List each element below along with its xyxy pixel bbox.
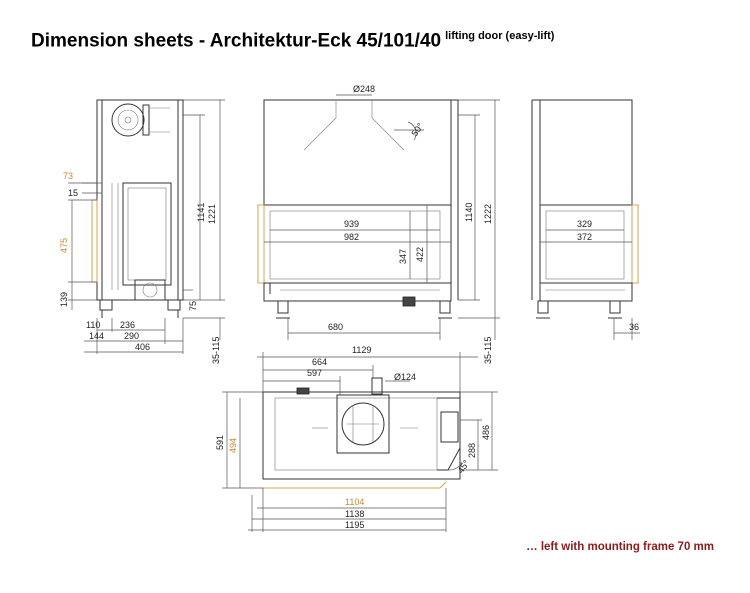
- dim-288: 288: [467, 443, 477, 458]
- dim-422: 422: [415, 247, 425, 262]
- dim-664: 664: [312, 357, 327, 367]
- dim-35-115-side: 35-115: [211, 337, 221, 364]
- dim-1138: 1138: [345, 509, 364, 519]
- dim-50-deg: 50°: [409, 121, 425, 138]
- mounting-frame-note: … left with mounting frame 70 mm: [526, 541, 714, 553]
- dim-680: 680: [328, 322, 343, 332]
- dim-248: Ø248: [353, 84, 375, 94]
- front-upper-body: [263, 99, 452, 206]
- dim-144: 144: [89, 331, 104, 341]
- dim-73: 73: [63, 171, 73, 181]
- dim-124: Ø124: [394, 372, 416, 382]
- dim-1104: 1104: [345, 497, 364, 507]
- dim-1129: 1129: [352, 345, 371, 355]
- front-view: Ø248 50° 939 982 347 422 1140 1222 680 3…: [257, 84, 500, 364]
- dim-35-115-front: 35-115: [483, 337, 493, 364]
- dim-1195: 1195: [345, 520, 364, 530]
- right-upper-body: [539, 99, 633, 206]
- front-glass: [263, 204, 452, 284]
- dim-15: 15: [68, 188, 78, 198]
- front-mounting-frame: [257, 204, 265, 284]
- dim-486: 486: [481, 425, 491, 440]
- dim-236: 236: [120, 320, 135, 330]
- page-title: Dimension sheets - Architektur-Eck 45/10…: [31, 30, 554, 52]
- title-text: Dimension sheets - Architektur-Eck 45/10…: [31, 30, 442, 52]
- side-mounting-frame: [91, 199, 98, 283]
- dim-1140: 1140: [464, 203, 474, 222]
- title-subtitle: lifting door (easy-lift): [445, 30, 555, 42]
- top-view: 1129 664 597 Ø124 591 494 486 288 45° 11…: [215, 345, 498, 532]
- dim-1221: 1221: [207, 204, 217, 224]
- side-door: [122, 182, 172, 286]
- dim-75: 75: [188, 301, 198, 311]
- dim-329: 329: [577, 219, 592, 229]
- dim-1141: 1141: [196, 203, 206, 222]
- right-glass: [539, 204, 633, 284]
- right-view: 329 372 36: [531, 99, 640, 340]
- dim-45-deg: 45°: [455, 458, 471, 475]
- dim-290: 290: [124, 331, 139, 341]
- dim-591: 591: [215, 435, 225, 450]
- dim-406: 406: [135, 342, 150, 352]
- dim-372: 372: [577, 232, 592, 242]
- dim-1222: 1222: [483, 204, 493, 224]
- dim-597: 597: [307, 368, 322, 378]
- top-body-outline: [262, 391, 461, 480]
- dim-139: 139: [59, 292, 69, 307]
- flue-circle: [341, 402, 385, 446]
- dim-36: 36: [629, 322, 639, 332]
- dim-982: 982: [344, 232, 359, 242]
- side-view: 73 15 475 139 1141 1221 75 110 236 144 2…: [59, 99, 225, 364]
- dim-939: 939: [344, 219, 359, 229]
- dim-475: 475: [59, 238, 69, 253]
- dim-347: 347: [398, 249, 408, 264]
- dim-494: 494: [228, 438, 238, 453]
- fan-circle: [111, 103, 145, 137]
- dim-110: 110: [86, 320, 100, 330]
